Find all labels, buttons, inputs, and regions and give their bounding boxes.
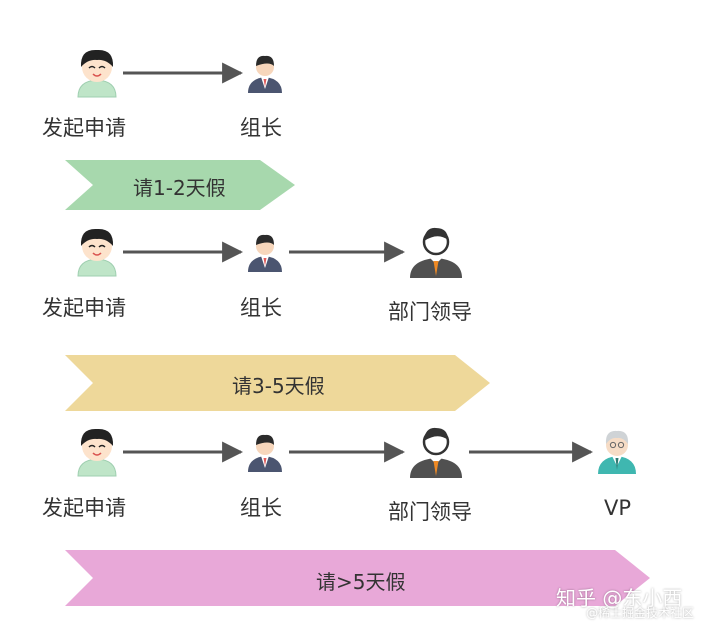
vp-icon — [598, 430, 636, 474]
node-label-department-head-row3: 部门领导 — [388, 500, 472, 524]
team-leader-icon — [248, 234, 282, 272]
employee-icon — [77, 428, 117, 477]
band-chevron-2 — [65, 355, 490, 411]
band-label-1-2-days: 请1-2天假 — [133, 176, 226, 200]
watermark-main: 知乎 @东小西 — [556, 586, 683, 610]
band-label-over-5-days: 请>5天假 — [316, 570, 406, 594]
team-leader-icon — [248, 434, 282, 472]
node-label-department-head-row2: 部门领导 — [388, 300, 472, 324]
watermark-sub: @稀土掘金技术社区 — [586, 606, 695, 620]
node-label-vp-row3: VP — [604, 496, 632, 520]
node-label-team-leader-row2: 组长 — [240, 296, 282, 320]
node-label-team-leader-row1: 组长 — [240, 116, 282, 140]
employee-icon — [77, 49, 117, 98]
employee-icon — [77, 228, 117, 277]
band-label-3-5-days: 请3-5天假 — [232, 374, 325, 398]
band-chevron-3 — [65, 550, 650, 606]
node-label-applicant-row1: 发起申请 — [42, 116, 126, 140]
team-leader-icon — [248, 55, 282, 93]
department-head-icon — [410, 227, 462, 278]
node-label-applicant-row3: 发起申请 — [42, 496, 126, 520]
node-label-applicant-row2: 发起申请 — [42, 296, 126, 320]
department-head-icon — [410, 427, 462, 478]
band-chevron-1 — [65, 160, 295, 210]
node-label-team-leader-row3: 组长 — [240, 496, 282, 520]
